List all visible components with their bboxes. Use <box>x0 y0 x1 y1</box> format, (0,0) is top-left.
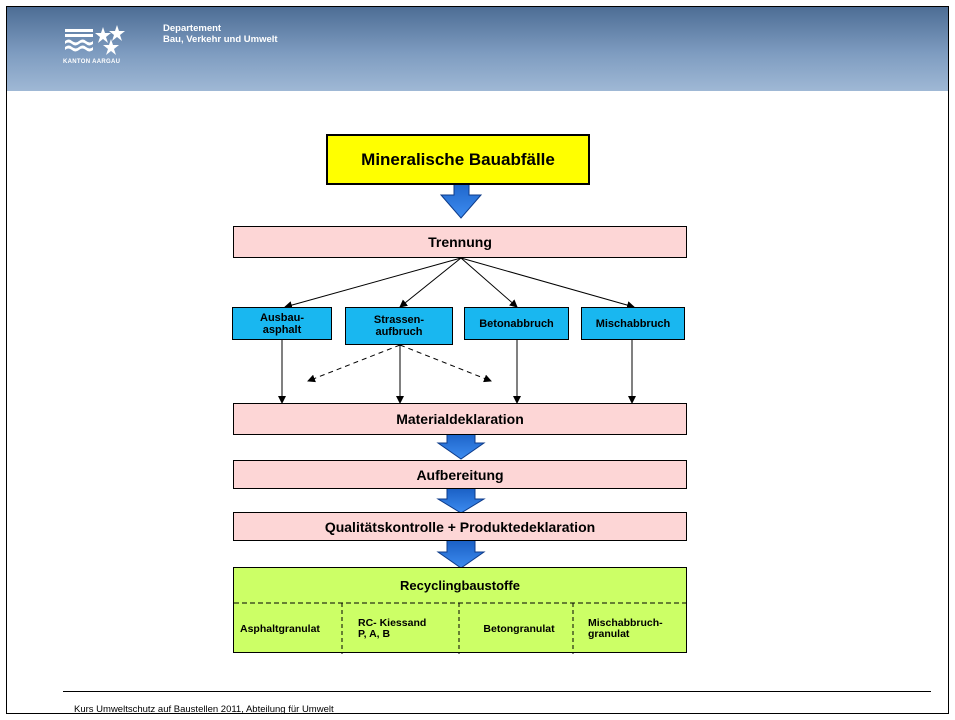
product-mixed-granulate: Mischabbruch-granulat <box>588 604 686 654</box>
connector-strassen <box>399 257 462 308</box>
stage-material-declaration: Materialdeklaration <box>233 403 687 435</box>
connector-ausbau <box>284 257 462 309</box>
flow-arrow-2 <box>436 430 486 460</box>
stage-processing: Aufbereitung <box>233 460 687 489</box>
product-label-line2: P, A, B <box>358 628 391 640</box>
connector-misch <box>460 257 635 309</box>
logo-text: KANTON AARGAU <box>63 59 121 65</box>
product-label-line1: Betongranulat <box>483 622 555 635</box>
flow-arrow-4 <box>436 539 486 569</box>
top-box-mineral-waste: Mineralische Bauabfälle <box>326 134 590 185</box>
product-asphalt-granulate: Asphaltgranulat <box>240 604 342 654</box>
recycling-dividers <box>234 602 688 654</box>
department-name: Departement Bau, Verkehr und Umwelt <box>163 23 278 45</box>
product-label-line1: Mischabbruch- <box>588 617 663 629</box>
diagram-connectors <box>278 176 636 569</box>
category-mischabbruch: Mischabbruch <box>581 307 685 340</box>
department-line1: Departement <box>163 23 222 34</box>
dashed-connector-left <box>307 344 401 383</box>
category-label-line1: Strassen- <box>373 314 425 326</box>
category-label-line2: asphalt <box>262 323 302 336</box>
category-strassenaufbruch: Strassen-aufbruch <box>345 307 453 345</box>
stage-separation: Trennung <box>233 226 687 258</box>
recycling-title: Recyclingbaustoffe <box>400 577 520 593</box>
product-label-line1: Asphaltgranulat <box>240 622 320 635</box>
header-banner: KANTON AARGAU Departement Bau, Verkehr u… <box>7 7 948 91</box>
flow-arrow-3 <box>436 487 486 514</box>
recycling-materials-box: Recyclingbaustoffe Asphaltgranulat RC- K… <box>233 567 688 654</box>
dashed-connector-right <box>399 344 492 383</box>
category-label-line1: Mischabbruch <box>595 317 671 330</box>
connector-beton <box>460 257 518 308</box>
product-label-line1: RC- Kiessand <box>358 617 427 629</box>
footer-text: Kurs Umweltschutz auf Baustellen 2011, A… <box>74 704 334 714</box>
category-label-line1: Betonabbruch <box>479 317 554 330</box>
canton-logo-icon <box>65 25 125 55</box>
product-concrete-granulate: Betongranulat <box>466 604 572 654</box>
canton-logo: KANTON AARGAU <box>63 21 163 71</box>
category-ausbauasphalt: Ausbau-asphalt <box>232 307 332 340</box>
slide: KANTON AARGAU Departement Bau, Verkehr u… <box>6 6 949 714</box>
department-line2: Bau, Verkehr und Umwelt <box>163 34 278 45</box>
category-label-line1: Ausbau- <box>260 311 304 324</box>
product-label-line2: granulat <box>588 628 630 640</box>
footer-divider <box>63 691 931 692</box>
category-betonabbruch: Betonabbruch <box>464 307 569 340</box>
stage-quality-control: Qualitätskontrolle + Produktedeklaration <box>233 512 687 541</box>
category-label-line2: aufbruch <box>375 326 423 338</box>
